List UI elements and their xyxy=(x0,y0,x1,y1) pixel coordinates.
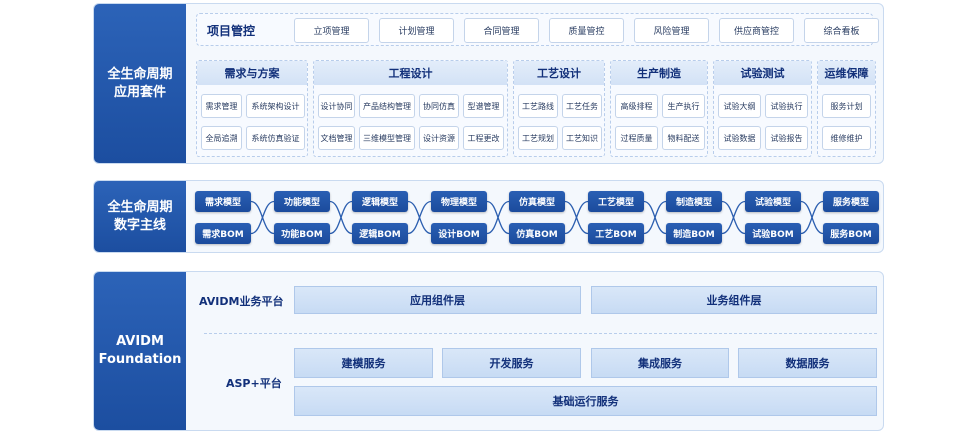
module-btn[interactable]: 文档管理 xyxy=(318,126,355,150)
thread-model-chip[interactable]: 仿真模型 xyxy=(509,191,565,212)
foundation-panel: AVIDM Foundation AVIDM业务平台 应用组件层 业务组件层 A… xyxy=(93,271,884,431)
module-btn[interactable]: 高级排程 xyxy=(615,94,658,118)
group-process-design: 工艺设计 工艺路线 工艺任务 工艺规划 工艺知识 xyxy=(513,60,605,157)
module-btn[interactable]: 需求管理 xyxy=(201,94,242,118)
integration-service[interactable]: 集成服务 xyxy=(591,348,729,378)
module-btn[interactable]: 工艺知识 xyxy=(562,126,602,150)
thread-bom-chip[interactable]: 工艺BOM xyxy=(588,223,644,244)
module-btn[interactable]: 型谱管理 xyxy=(463,94,504,118)
module-btn[interactable]: 系统架构设计 xyxy=(246,94,305,118)
modeling-service[interactable]: 建模服务 xyxy=(294,348,433,378)
thread-bom-chip[interactable]: 仿真BOM xyxy=(509,223,565,244)
group-operations: 运维保障 服务计划 维修维护 xyxy=(817,60,876,157)
thread-bom-chip[interactable]: 制造BOM xyxy=(666,223,722,244)
thread-bom-chip[interactable]: 试验BOM xyxy=(745,223,801,244)
module-btn[interactable]: 系统仿真验证 xyxy=(246,126,305,150)
thread-model-chip[interactable]: 物理模型 xyxy=(431,191,487,212)
module-btn[interactable]: 试验报告 xyxy=(765,126,808,150)
platform-divider xyxy=(204,333,877,334)
thread-model-chip[interactable]: 功能模型 xyxy=(274,191,330,212)
module-btn[interactable]: 生产执行 xyxy=(662,94,705,118)
module-btn[interactable]: 试验执行 xyxy=(765,94,808,118)
group-engineering-design-title: 工程设计 xyxy=(314,61,507,85)
business-platform-label: AVIDM业务平台 xyxy=(199,295,284,308)
module-btn[interactable]: 设计协同 xyxy=(318,94,355,118)
thread-model-chip[interactable]: 制造模型 xyxy=(666,191,722,212)
lifecycle-suite-panel: 全生命周期 应用套件 项目管控 立项管理 计划管理 合同管理 质量管控 风险管理… xyxy=(93,3,884,164)
thread-bom-chip[interactable]: 功能BOM xyxy=(274,223,330,244)
module-btn[interactable]: 工艺任务 xyxy=(562,94,602,118)
thread-model-chip[interactable]: 逻辑模型 xyxy=(352,191,408,212)
development-service[interactable]: 开发服务 xyxy=(442,348,581,378)
data-service[interactable]: 数据服务 xyxy=(738,348,877,378)
thread-model-chip[interactable]: 服务模型 xyxy=(823,191,879,212)
thread-model-chip[interactable]: 工艺模型 xyxy=(588,191,644,212)
group-process-design-title: 工艺设计 xyxy=(514,61,604,85)
asp-platform-label: ASP+平台 xyxy=(226,377,282,390)
module-btn[interactable]: 协同仿真 xyxy=(419,94,459,118)
pm-item-risk[interactable]: 风险管理 xyxy=(634,18,709,43)
app-component-layer[interactable]: 应用组件层 xyxy=(294,286,581,314)
pm-item-dashboard[interactable]: 综合看板 xyxy=(804,18,879,43)
group-operations-title: 运维保障 xyxy=(818,61,875,85)
module-btn[interactable]: 试验数据 xyxy=(718,126,761,150)
business-component-layer[interactable]: 业务组件层 xyxy=(591,286,877,314)
module-btn[interactable]: 物料配送 xyxy=(662,126,705,150)
thread-bom-chip[interactable]: 设计BOM xyxy=(431,223,487,244)
group-requirements: 需求与方案 需求管理 系统架构设计 全局追溯 系统仿真验证 xyxy=(196,60,308,157)
group-testing-title: 试验测试 xyxy=(714,61,811,85)
thread-model-chip[interactable]: 试验模型 xyxy=(745,191,801,212)
base-runtime-service[interactable]: 基础运行服务 xyxy=(294,386,877,416)
project-mgmt-title: 项目管控 xyxy=(207,24,256,38)
group-manufacturing-title: 生产制造 xyxy=(611,61,707,85)
module-btn[interactable]: 维修维护 xyxy=(822,126,871,150)
module-btn[interactable]: 产品结构管理 xyxy=(359,94,415,118)
module-btn[interactable]: 全局追溯 xyxy=(201,126,242,150)
group-requirements-title: 需求与方案 xyxy=(197,61,307,85)
module-btn[interactable]: 工程更改 xyxy=(463,126,504,150)
thread-bom-chip[interactable]: 需求BOM xyxy=(195,223,251,244)
module-btn[interactable]: 服务计划 xyxy=(822,94,871,118)
module-btn[interactable]: 工艺路线 xyxy=(518,94,558,118)
thread-model-chip[interactable]: 需求模型 xyxy=(195,191,251,212)
foundation-label: AVIDM Foundation xyxy=(94,272,186,430)
project-mgmt-row: 项目管控 立项管理 计划管理 合同管理 质量管控 风险管理 供应商管控 综合看板 xyxy=(196,13,879,46)
module-btn[interactable]: 过程质量 xyxy=(615,126,658,150)
module-btn[interactable]: 工艺规划 xyxy=(518,126,558,150)
digital-thread-label: 全生命周期 数字主线 xyxy=(94,181,186,252)
group-testing: 试验测试 试验大纲 试验执行 试验数据 试验报告 xyxy=(713,60,812,157)
pm-item-plan[interactable]: 计划管理 xyxy=(379,18,454,43)
module-btn[interactable]: 试验大纲 xyxy=(718,94,761,118)
module-btn[interactable]: 设计资源 xyxy=(419,126,459,150)
pm-item-quality[interactable]: 质量管控 xyxy=(549,18,624,43)
lifecycle-suite-label: 全生命周期 应用套件 xyxy=(94,4,186,163)
pm-item-contract[interactable]: 合同管理 xyxy=(464,18,539,43)
group-engineering-design: 工程设计 设计协同 产品结构管理 协同仿真 型谱管理 文档管理 三维模型管理 设… xyxy=(313,60,508,157)
digital-thread-panel: 全生命周期 数字主线 需求模型需求BOM 功能模型功能BOM 逻辑模型逻辑BOM 物理… xyxy=(93,180,884,253)
pm-item-supplier[interactable]: 供应商管控 xyxy=(719,18,794,43)
module-btn[interactable]: 三维模型管理 xyxy=(359,126,415,150)
thread-bom-chip[interactable]: 服务BOM xyxy=(823,223,879,244)
pm-item-initiation[interactable]: 立项管理 xyxy=(294,18,369,43)
thread-connectors xyxy=(250,200,824,235)
group-manufacturing: 生产制造 高级排程 生产执行 过程质量 物料配送 xyxy=(610,60,708,157)
thread-bom-chip[interactable]: 逻辑BOM xyxy=(352,223,408,244)
